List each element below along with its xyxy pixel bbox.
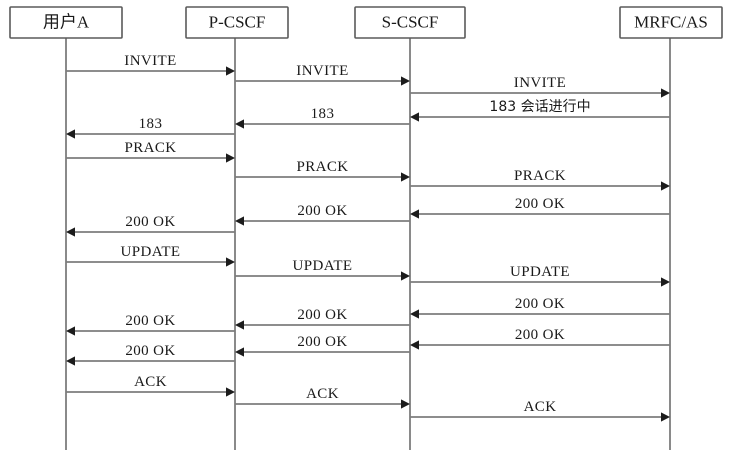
participant-box-ue[interactable]: 用户A	[9, 6, 123, 39]
message-14[interactable]: UPDATE	[235, 258, 410, 281]
message-21[interactable]: 200 OK	[66, 343, 235, 366]
message-arrowhead	[661, 412, 670, 422]
message-1[interactable]: INVITE	[66, 53, 235, 76]
message-label: PRACK	[124, 140, 176, 156]
message-label: 200 OK	[297, 307, 347, 323]
message-label: 183 会话进行中	[489, 99, 590, 115]
message-arrowhead	[661, 277, 670, 287]
participant-box-pcscf[interactable]: P-CSCF	[185, 6, 289, 39]
message-label: ACK	[134, 374, 167, 390]
participant-box-mrfc[interactable]: MRFC/AS	[619, 6, 723, 39]
message-label: ACK	[306, 386, 339, 402]
participant-rect-scscf	[354, 6, 466, 39]
message-label: UPDATE	[121, 244, 181, 260]
message-3[interactable]: INVITE	[410, 75, 670, 98]
participant-rect-ue	[9, 6, 123, 39]
message-18[interactable]: 200 OK	[235, 307, 410, 330]
message-label: 200 OK	[515, 327, 565, 343]
message-9[interactable]: PRACK	[410, 168, 670, 191]
participant-label-pcscf: P-CSCF	[209, 12, 266, 31]
participant-rect-mrfc	[619, 6, 723, 39]
message-12[interactable]: 200 OK	[66, 214, 235, 237]
message-label: 200 OK	[515, 196, 565, 212]
message-label: 200 OK	[515, 296, 565, 312]
message-arrowhead	[226, 387, 235, 397]
lifelines-layer	[65, 38, 671, 450]
message-label: INVITE	[124, 53, 176, 69]
message-13[interactable]: UPDATE	[66, 244, 235, 267]
message-10[interactable]: 200 OK	[410, 196, 670, 219]
message-arrowhead	[410, 340, 419, 350]
message-arrowhead	[401, 172, 410, 182]
message-label: PRACK	[296, 159, 348, 175]
participant-box-scscf[interactable]: S-CSCF	[354, 6, 466, 39]
message-label: INVITE	[296, 63, 348, 79]
message-label: 200 OK	[125, 343, 175, 359]
message-arrowhead	[661, 88, 670, 98]
message-arrowhead	[235, 119, 244, 129]
participants-layer: 用户A P-CSCF S-CSCF MRFC/AS	[9, 6, 723, 39]
participant-label-mrfc: MRFC/AS	[634, 12, 708, 31]
message-arrowhead	[235, 216, 244, 226]
message-arrowhead	[401, 76, 410, 86]
message-15[interactable]: UPDATE	[410, 264, 670, 287]
message-arrowhead	[226, 257, 235, 267]
message-20[interactable]: 200 OK	[235, 334, 410, 357]
message-arrowhead	[66, 227, 75, 237]
message-24[interactable]: ACK	[410, 399, 670, 422]
message-5[interactable]: 183	[235, 106, 410, 129]
participant-label-scscf: S-CSCF	[382, 12, 439, 31]
message-label: UPDATE	[293, 258, 353, 274]
message-17[interactable]: 200 OK	[66, 313, 235, 336]
message-arrowhead	[66, 129, 75, 139]
message-arrowhead	[226, 66, 235, 76]
message-label: 200 OK	[125, 214, 175, 230]
message-6[interactable]: 183	[66, 116, 235, 139]
message-arrowhead	[235, 347, 244, 357]
message-arrowhead	[401, 399, 410, 409]
participant-rect-pcscf	[185, 6, 289, 39]
message-11[interactable]: 200 OK	[235, 203, 410, 226]
message-arrowhead	[410, 209, 419, 219]
message-8[interactable]: PRACK	[235, 159, 410, 182]
message-arrowhead	[410, 112, 419, 122]
message-22[interactable]: ACK	[66, 374, 235, 397]
message-label: 200 OK	[297, 334, 347, 350]
message-label: 183	[139, 116, 163, 132]
message-label: PRACK	[514, 168, 566, 184]
message-16[interactable]: 200 OK	[410, 296, 670, 319]
message-label: 183	[311, 106, 335, 122]
message-label: UPDATE	[510, 264, 570, 280]
message-label: ACK	[524, 399, 557, 415]
message-arrowhead	[401, 271, 410, 281]
message-2[interactable]: INVITE	[235, 63, 410, 86]
message-label: 200 OK	[297, 203, 347, 219]
message-arrowhead	[410, 309, 419, 319]
message-7[interactable]: PRACK	[66, 140, 235, 163]
message-4[interactable]: 183 会话进行中	[410, 99, 670, 122]
participant-label-ue: 用户A	[43, 12, 90, 31]
message-arrowhead	[235, 320, 244, 330]
message-arrowhead	[66, 326, 75, 336]
message-label: 200 OK	[125, 313, 175, 329]
message-23[interactable]: ACK	[235, 386, 410, 409]
message-label: INVITE	[514, 75, 566, 91]
message-arrowhead	[66, 356, 75, 366]
message-arrowhead	[226, 153, 235, 163]
message-19[interactable]: 200 OK	[410, 327, 670, 350]
message-arrowhead	[661, 181, 670, 191]
